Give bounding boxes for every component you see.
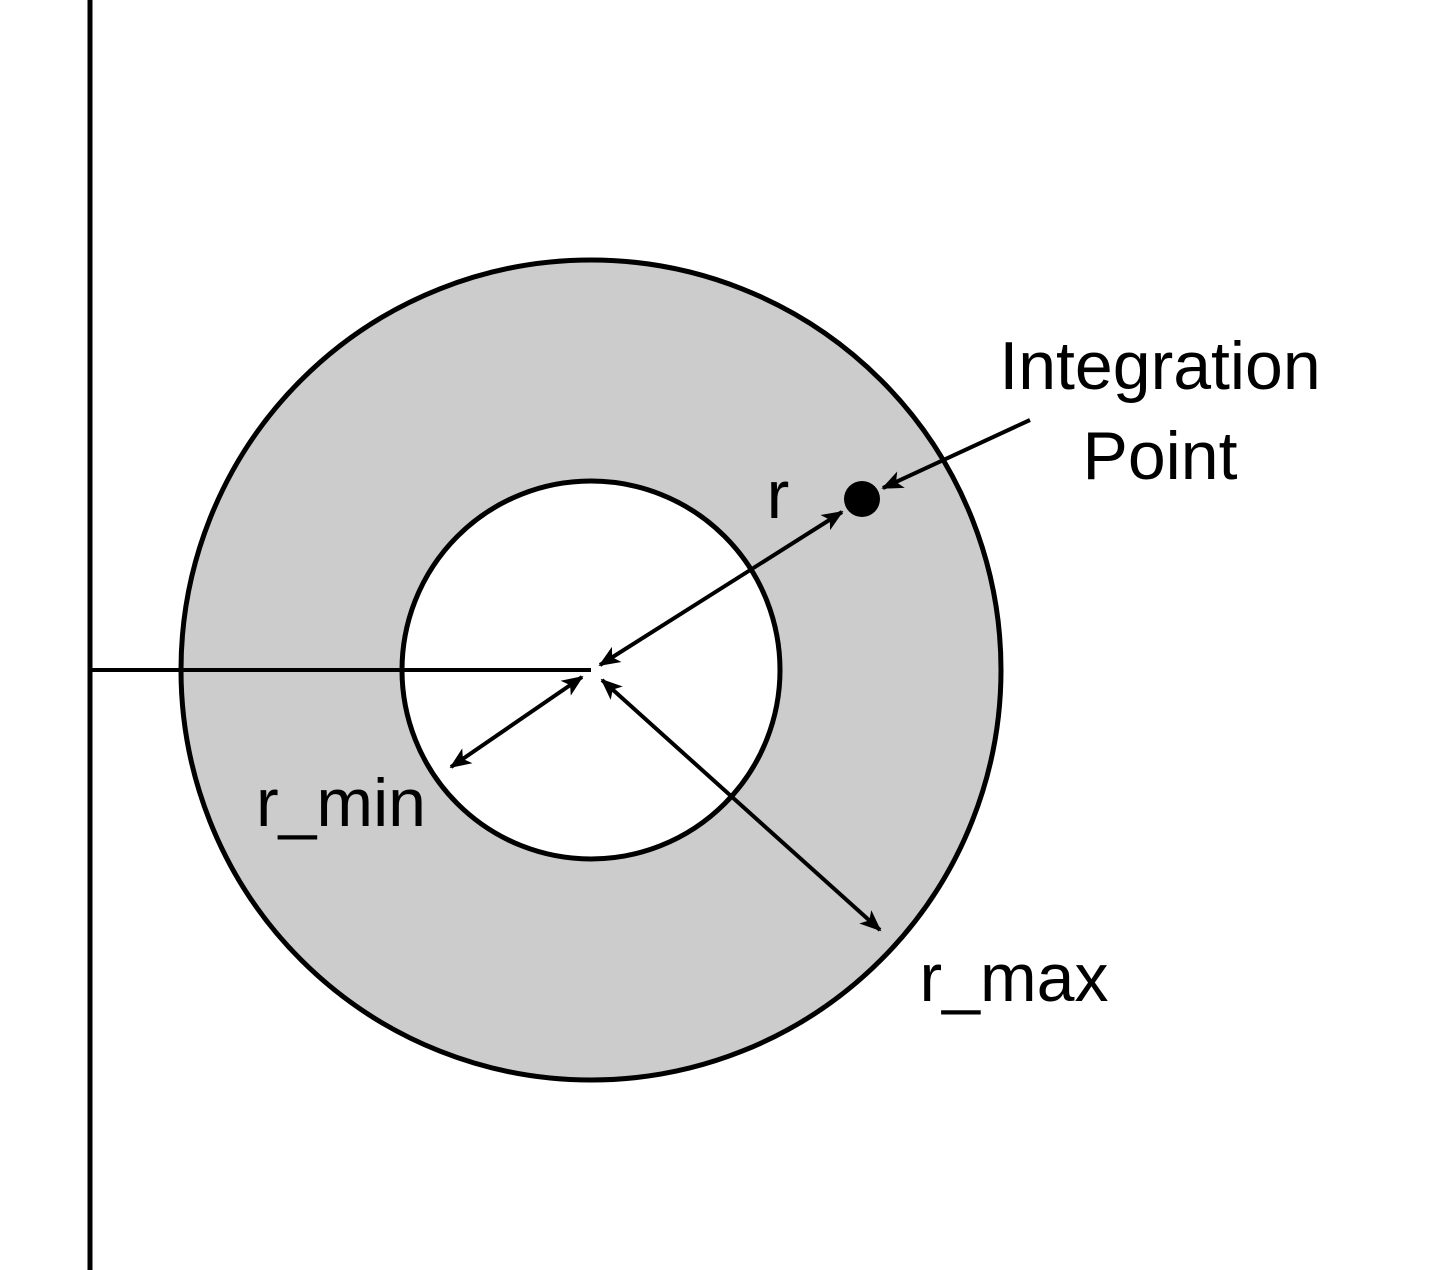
r-min-label: r_min [256,765,426,841]
integration-point-label-line1: Integration [999,328,1320,404]
r-arrow [598,510,844,667]
integration-point-pointer-arrow [881,418,1031,490]
r-max-arrow [600,678,882,932]
integration-point-label-line2: Point [1083,418,1238,494]
integration-point-dot [844,481,880,517]
r-label: r [767,457,790,533]
r-max-label: r_max [920,940,1109,1016]
r-min-arrow [449,675,584,769]
